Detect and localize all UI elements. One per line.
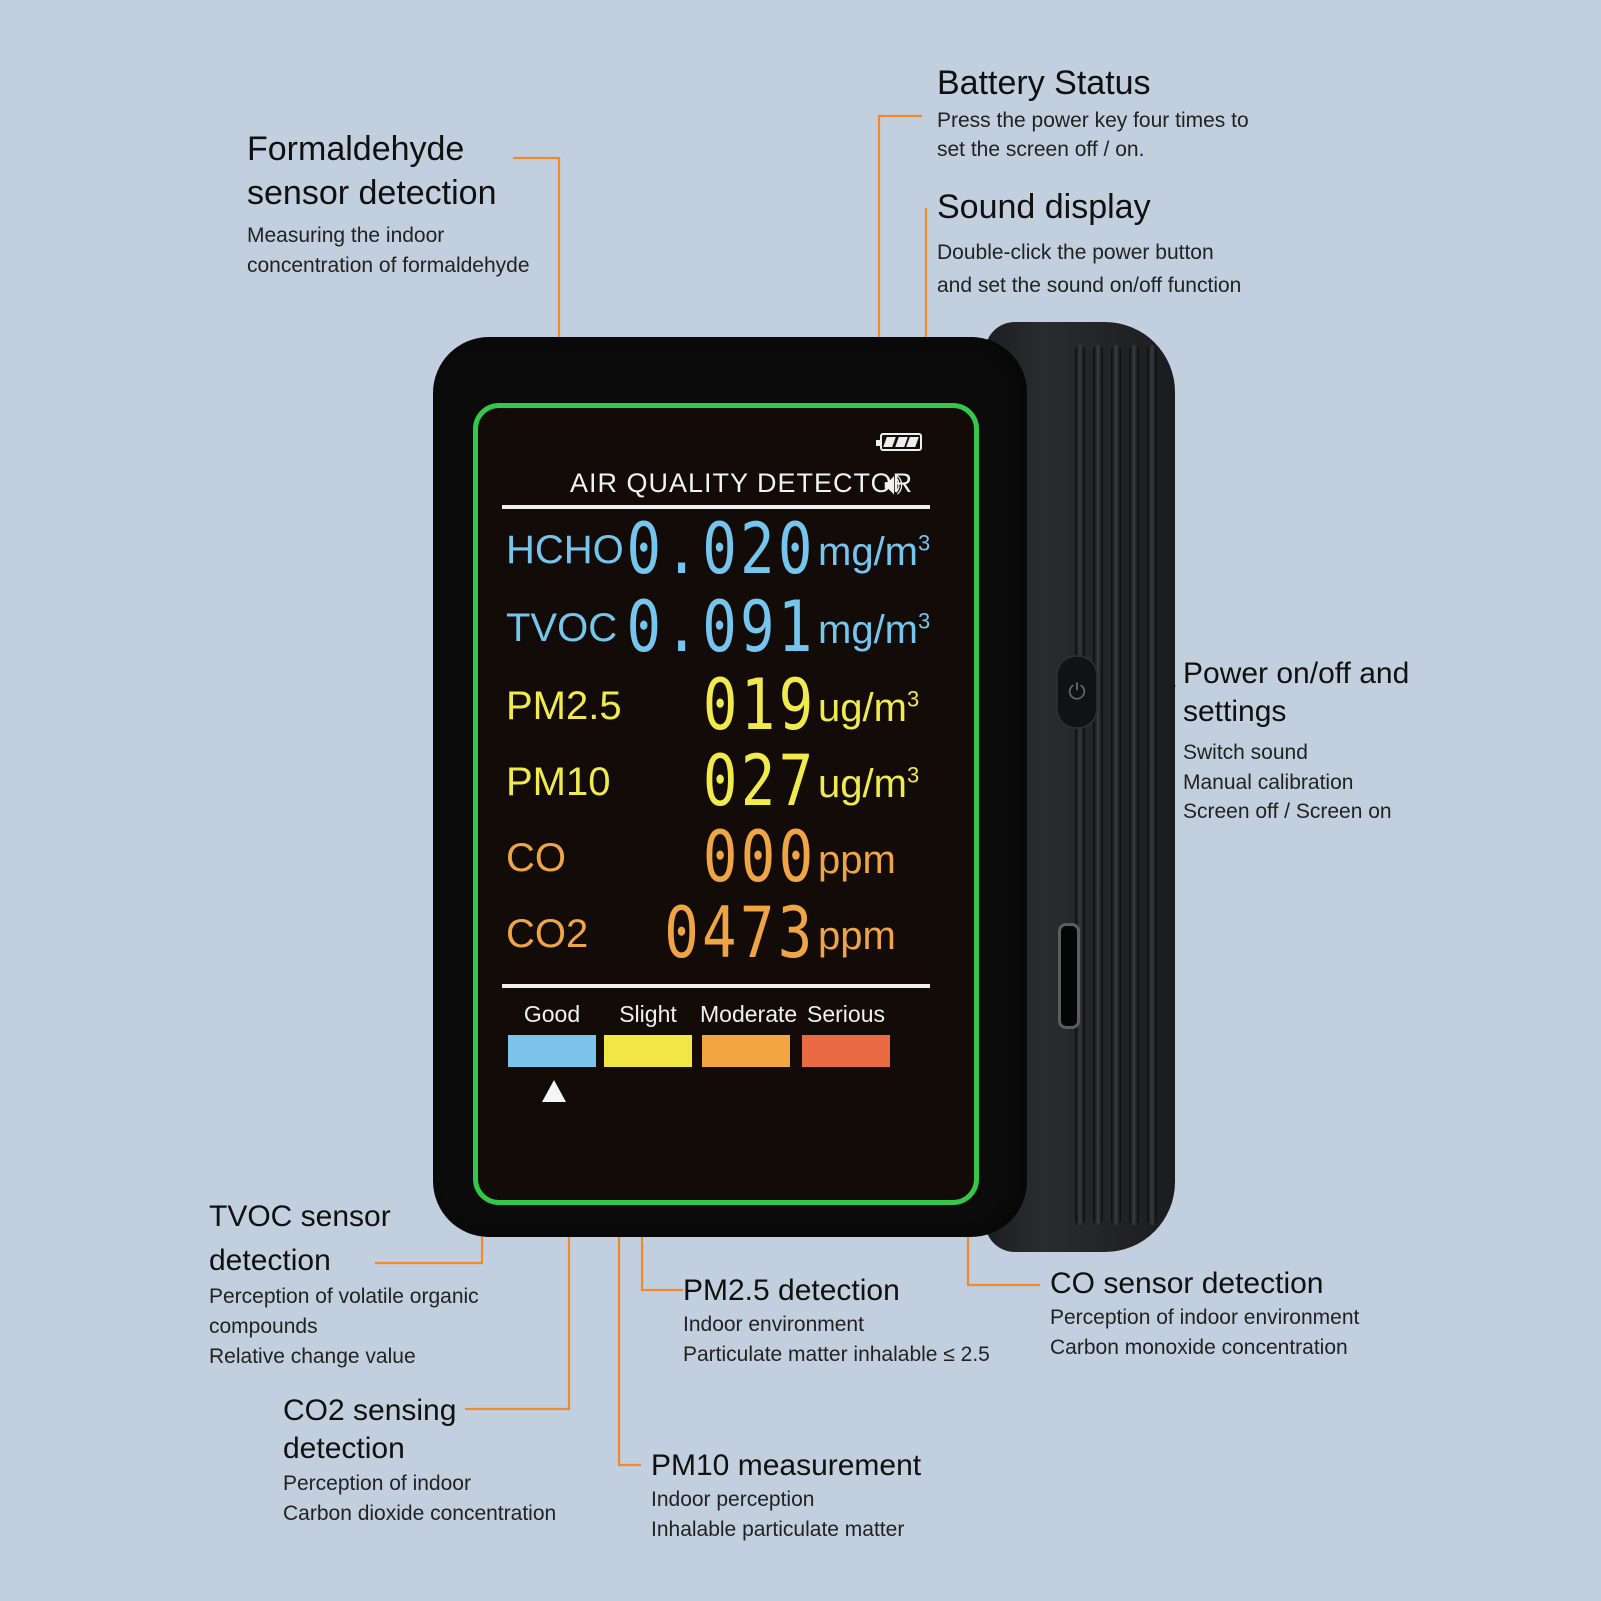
callout-description: Indoor perception Inhalable particulate … bbox=[651, 1488, 905, 1542]
callout-co: CO sensor detection Perception of indoor… bbox=[1050, 1265, 1359, 1363]
callout-battery: Battery Status Press the power key four … bbox=[937, 62, 1249, 165]
scale-label-moderate: Moderate bbox=[700, 1001, 798, 1027]
reading-label: PM10 bbox=[506, 760, 611, 804]
callout-title: Formaldehyde sensor detection bbox=[247, 130, 497, 212]
callout-title: CO sensor detection bbox=[1050, 1267, 1324, 1300]
speaker-icon: 🔊︎ bbox=[884, 468, 903, 501]
callout-co2: CO2 sensing detection Perception of indo… bbox=[283, 1392, 556, 1528]
reading-value: 0.091 bbox=[626, 586, 816, 668]
callout-pm10: PM10 measurement Indoor perception Inhal… bbox=[651, 1447, 921, 1545]
reading-unit: mg/m3 bbox=[818, 530, 931, 574]
callout-description: Double-click the power button and set th… bbox=[937, 240, 1242, 298]
reading-value: 0.020 bbox=[626, 508, 816, 590]
screen-title: AIR QUALITY DETECTOR bbox=[570, 468, 914, 498]
scale-swatch-good bbox=[508, 1035, 596, 1067]
usb-c-port bbox=[1058, 923, 1080, 1029]
fin bbox=[1075, 345, 1085, 1225]
reading-unit: mg/m3 bbox=[818, 608, 931, 652]
callout-title: CO2 sensing detection bbox=[283, 1394, 457, 1466]
callout-pm25: PM2.5 detection Indoor environment Parti… bbox=[683, 1272, 990, 1370]
cooling-fins bbox=[1075, 345, 1170, 1225]
screen-divider-bottom bbox=[502, 984, 930, 988]
callout-description: Perception of volatile organic compounds… bbox=[209, 1285, 479, 1368]
scale-label-good: Good bbox=[523, 1001, 581, 1027]
scale-swatch-serious bbox=[802, 1035, 890, 1067]
reading-label: CO2 bbox=[506, 912, 589, 956]
fin bbox=[1093, 345, 1103, 1225]
reading-value: 0473 bbox=[664, 892, 816, 974]
callout-tvoc: TVOC sensor detection Perception of vola… bbox=[209, 1195, 479, 1371]
callout-description: Perception of indoor Carbon dioxide conc… bbox=[283, 1471, 557, 1525]
callout-description: Measuring the indoor concentration of fo… bbox=[247, 224, 530, 277]
fin bbox=[1111, 345, 1121, 1225]
scale-swatch-moderate bbox=[702, 1035, 790, 1067]
power-icon: ⏻ bbox=[1068, 679, 1086, 704]
callout-power: Power on/off and settings Switch sound M… bbox=[1183, 655, 1409, 827]
callout-formaldehyde: Formaldehyde sensor detection Measuring … bbox=[247, 128, 530, 281]
scale-swatch-slight bbox=[604, 1035, 692, 1067]
reading-value: 027 bbox=[702, 740, 816, 822]
callout-title: Sound display bbox=[937, 188, 1151, 226]
power-button[interactable]: ⏻ bbox=[1056, 655, 1098, 729]
reading-unit: ug/m3 bbox=[818, 762, 920, 806]
reading-label: HCHO bbox=[506, 528, 624, 572]
reading-value: 019 bbox=[702, 664, 816, 746]
scale-label-slight: Slight bbox=[619, 1001, 677, 1027]
callout-sound: Sound display Double-click the power but… bbox=[937, 186, 1241, 303]
callout-description: Press the power key four times to set th… bbox=[937, 108, 1249, 162]
callout-title: PM10 measurement bbox=[651, 1449, 922, 1482]
callout-title: Power on/off and settings bbox=[1183, 657, 1410, 729]
reading-label: CO bbox=[506, 836, 566, 880]
scale-label-serious: Serious bbox=[807, 1001, 885, 1027]
screen-divider-top bbox=[502, 505, 930, 509]
callout-title: TVOC sensor detection bbox=[209, 1200, 391, 1277]
callout-title: Battery Status bbox=[937, 64, 1151, 102]
callout-description: Switch sound Manual calibration Screen o… bbox=[1183, 740, 1392, 824]
callout-description: Indoor environment Particulate matter in… bbox=[683, 1313, 990, 1367]
fin bbox=[1147, 345, 1157, 1225]
reading-label: TVOC bbox=[506, 606, 618, 650]
battery-icon bbox=[876, 433, 922, 451]
fin bbox=[1129, 345, 1139, 1225]
callout-title: PM2.5 detection bbox=[683, 1274, 900, 1307]
reading-value: 000 bbox=[702, 816, 816, 898]
reading-label: PM2.5 bbox=[506, 684, 622, 728]
reading-unit: ppm bbox=[818, 838, 896, 882]
current-level-indicator bbox=[542, 1080, 566, 1102]
reading-unit: ug/m3 bbox=[818, 686, 920, 730]
reading-unit: ppm bbox=[818, 914, 896, 958]
callout-description: Perception of indoor environment Carbon … bbox=[1050, 1306, 1360, 1360]
